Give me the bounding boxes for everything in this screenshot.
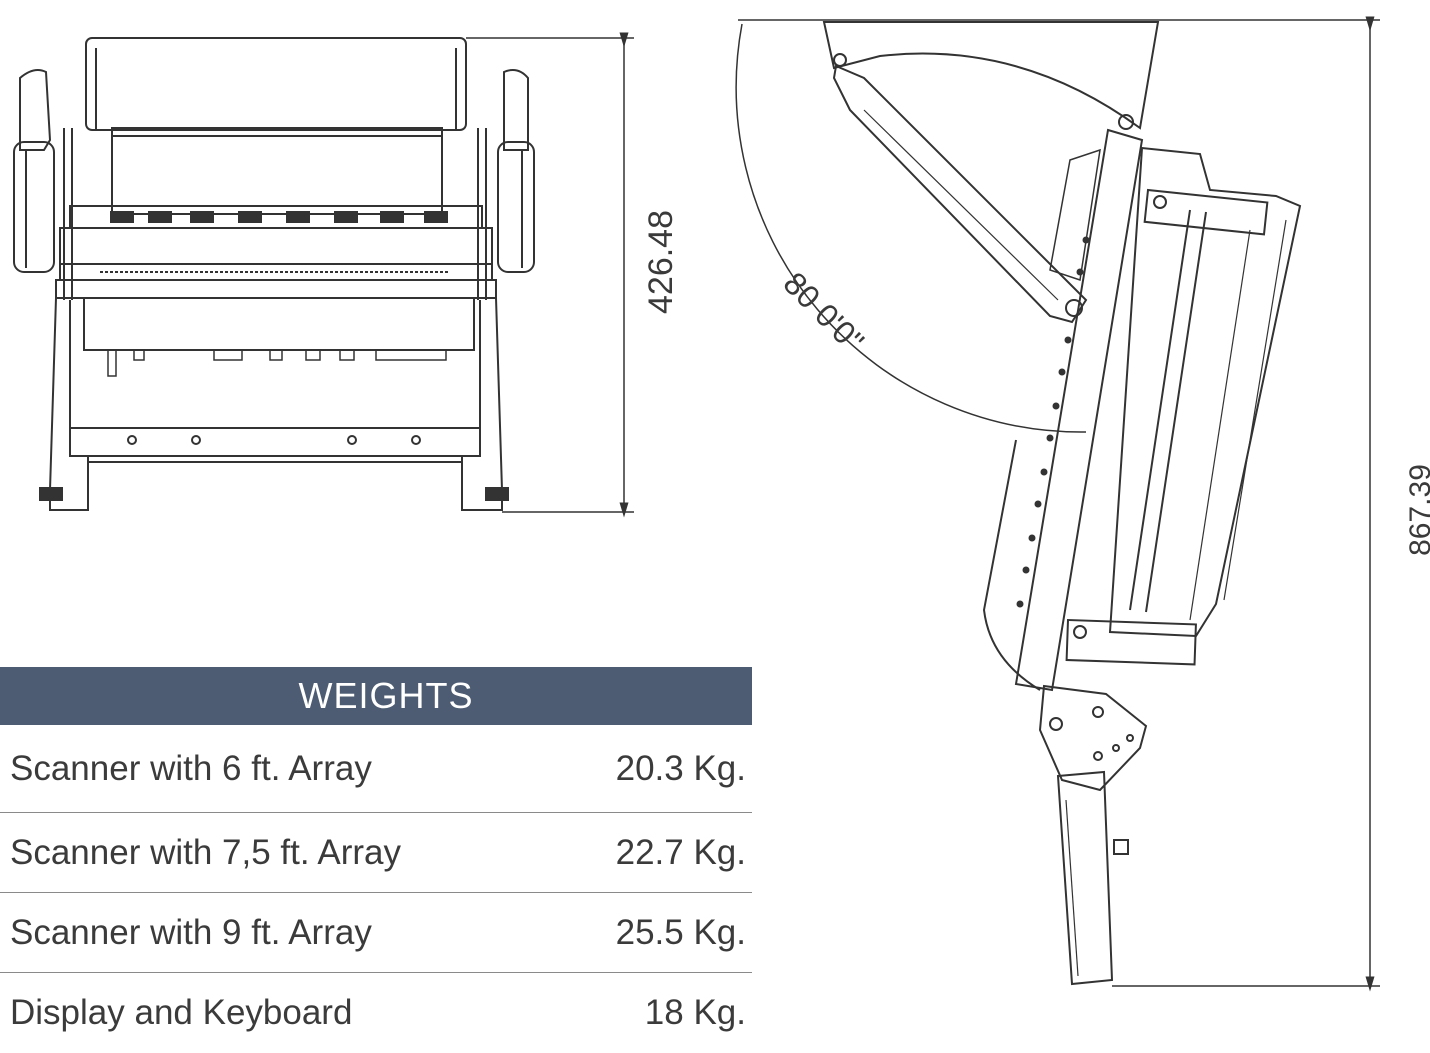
weight-row: Display and Keyboard 18 Kg.	[0, 973, 752, 1053]
weight-value: 18 Kg.	[644, 993, 746, 1032]
weight-item: Scanner with 9 ft. Array	[10, 912, 372, 952]
weight-value: 22.7 Kg.	[615, 832, 746, 872]
weight-row: Scanner with 6 ft. Array 20.3 Kg.	[0, 725, 752, 813]
weight-value: 25.5 Kg.	[615, 912, 746, 952]
weight-item: Scanner with 6 ft. Array	[10, 748, 372, 788]
front-view	[13, 37, 535, 511]
angle-label: 80 0'0"	[777, 265, 871, 359]
weights-table: WEIGHTS Scanner with 6 ft. Array 20.3 Kg…	[0, 667, 752, 1053]
side-height-label: 867.39	[1404, 464, 1430, 556]
front-height-label: 426.48	[642, 210, 680, 314]
weight-row: Scanner with 9 ft. Array 25.5 Kg.	[0, 893, 752, 973]
weight-row: Scanner with 7,5 ft. Array 22.7 Kg.	[0, 813, 752, 893]
front-height-dimension	[466, 32, 634, 518]
weight-item: Display and Keyboard	[10, 993, 353, 1032]
side-view	[735, 19, 1380, 987]
weight-item: Scanner with 7,5 ft. Array	[10, 832, 402, 872]
weights-title: WEIGHTS	[0, 667, 752, 725]
weight-value: 20.3 Kg.	[615, 748, 746, 788]
